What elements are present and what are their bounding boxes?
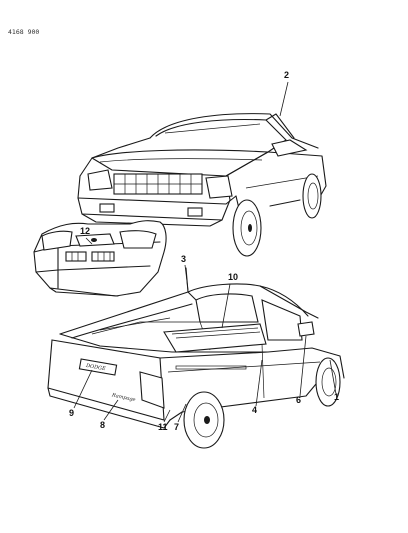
leader-2 (279, 81, 289, 117)
callout-7: 7 (174, 422, 179, 432)
front-view-rear-wheel (302, 173, 322, 219)
roof-trim-strip (265, 113, 295, 139)
tailgate: DODGE Rampage (47, 339, 165, 421)
callout-3: 3 (181, 254, 186, 264)
leader-10 (221, 283, 231, 329)
leader-9 (73, 369, 93, 409)
tailgate-nameplate: DODGE (85, 363, 107, 373)
callout-10: 10 (228, 272, 238, 282)
front-view-front-wheel (232, 199, 262, 257)
leader-1 (329, 359, 337, 395)
callout-6: 6 (296, 395, 301, 405)
leader-11 (163, 409, 171, 423)
leader-8 (103, 399, 119, 421)
figure-code: 4168 900 (8, 28, 39, 36)
front-grille (113, 173, 203, 195)
callout-8: 8 (100, 420, 105, 430)
front-view-truck (77, 113, 327, 257)
side-script-emblem: Rampage (110, 392, 136, 403)
callout-12: 12 (80, 226, 90, 236)
callout-9: 9 (69, 408, 74, 418)
leader-3 (184, 264, 189, 291)
rear-view-rear-wheel (183, 391, 225, 449)
leader-12 (85, 237, 93, 245)
callout-4: 4 (252, 405, 257, 415)
rear-view-truck: DODGE Rampage (47, 267, 345, 449)
callout-1: 1 (334, 392, 339, 402)
callout-2: 2 (284, 70, 289, 80)
leader-4 (255, 359, 263, 407)
rear-view-front-wheel (315, 357, 341, 407)
front-fascia-assembly (33, 220, 167, 297)
leader-6 (299, 335, 307, 397)
callout-11: 11 (158, 422, 168, 432)
leader-7 (177, 403, 187, 423)
